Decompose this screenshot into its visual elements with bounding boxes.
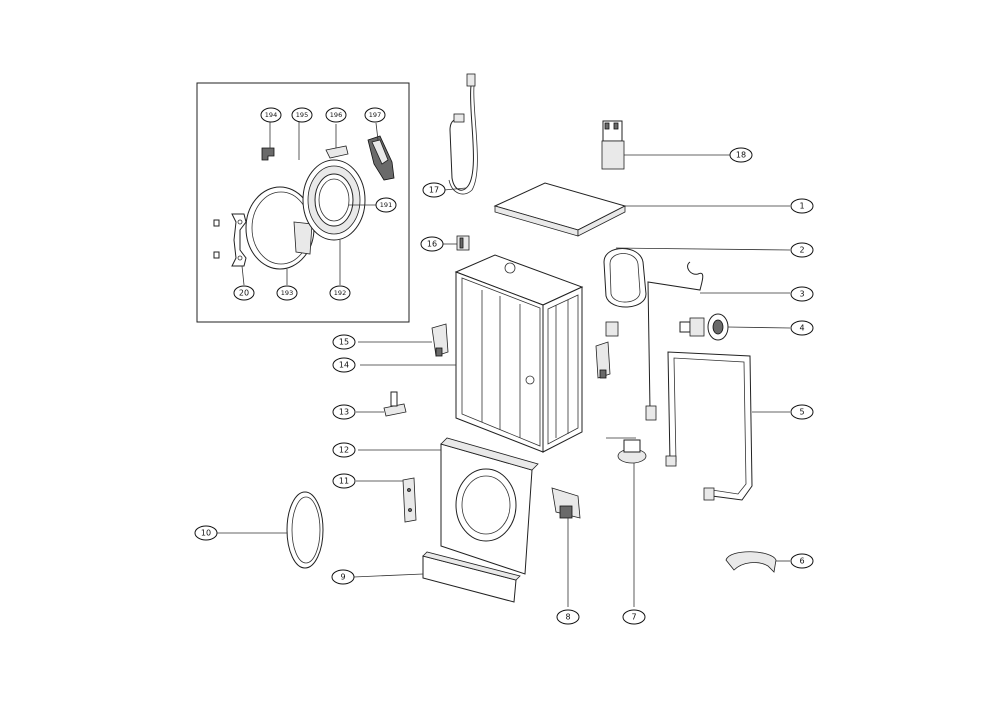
callout-20-label: 20 — [239, 289, 249, 298]
callout-15: 15 — [332, 334, 356, 350]
callout-17: 17 — [422, 182, 446, 198]
door-latch-small — [261, 122, 300, 161]
callout-4-label: 4 — [799, 324, 804, 333]
clip-16 — [442, 235, 470, 251]
callout-192: 192 — [329, 285, 351, 301]
callout-3-label: 3 — [799, 290, 804, 299]
right-bracket — [595, 321, 619, 379]
callout-191: 191 — [375, 197, 397, 213]
door-lock-bracket — [356, 477, 417, 523]
front-panel — [358, 437, 539, 575]
callout-5-label: 5 — [799, 408, 804, 417]
callout-7-label: 7 — [631, 613, 636, 622]
leveling-foot — [356, 391, 407, 417]
callout-196-label: 196 — [330, 111, 342, 119]
callout-17-label: 17 — [429, 186, 439, 195]
cabinet — [360, 254, 584, 453]
callout-13: 13 — [332, 404, 356, 420]
callout-7: 7 — [622, 609, 646, 625]
callout-12-label: 12 — [339, 446, 349, 455]
callout-14-label: 14 — [339, 361, 349, 370]
callout-197: 197 — [364, 107, 386, 123]
callout-6-label: 6 — [799, 557, 804, 566]
callout-191-label: 191 — [380, 201, 392, 209]
callout-195: 195 — [291, 107, 313, 123]
callout-8-label: 8 — [565, 613, 570, 622]
callout-194-label: 194 — [265, 111, 277, 119]
callout-194: 194 — [260, 107, 282, 123]
callout-195-label: 195 — [296, 111, 308, 119]
callout-1-label: 1 — [799, 202, 804, 211]
callout-20: 20 — [233, 285, 255, 301]
callout-197-label: 197 — [369, 111, 381, 119]
callout-10-label: 10 — [201, 529, 211, 538]
door-lock — [551, 487, 581, 607]
top-cover — [493, 182, 790, 237]
callout-192-label: 192 — [334, 289, 346, 297]
door-hinge — [213, 213, 247, 267]
callout-9-label: 9 — [340, 573, 345, 582]
drain-hose — [665, 351, 790, 501]
callout-3: 3 — [790, 286, 814, 302]
callout-15-label: 15 — [339, 338, 349, 347]
callout-10: 10 — [194, 525, 218, 541]
callout-14: 14 — [332, 357, 356, 373]
callout-16-label: 16 — [427, 240, 437, 249]
pressure-switch — [606, 437, 647, 607]
callout-2: 2 — [790, 242, 814, 258]
porthole-glass — [217, 491, 324, 569]
callout-18: 18 — [729, 147, 753, 163]
callout-4: 4 — [790, 320, 814, 336]
callout-18-label: 18 — [736, 151, 746, 160]
callout-9: 9 — [331, 569, 355, 585]
door-outer-frame — [245, 186, 315, 270]
callout-1: 1 — [790, 198, 814, 214]
callout-11: 11 — [332, 473, 356, 489]
side-bracket — [358, 323, 449, 357]
callout-196: 196 — [325, 107, 347, 123]
hose-clamp — [725, 551, 790, 573]
gasket-ring — [603, 247, 791, 308]
door-handle — [367, 135, 395, 181]
wire-harness — [645, 261, 790, 421]
door-inner-frame — [302, 159, 366, 241]
door-latch — [325, 145, 349, 159]
callout-8: 8 — [556, 609, 580, 625]
inlet-hose — [443, 73, 478, 195]
drain-pump — [679, 313, 791, 341]
noise-filter — [601, 120, 730, 170]
callout-13-label: 13 — [339, 408, 349, 417]
callout-193-label: 193 — [281, 289, 293, 297]
callout-16: 16 — [420, 236, 444, 252]
callout-2-label: 2 — [799, 246, 804, 255]
kick-plate — [353, 551, 521, 603]
callout-6: 6 — [790, 553, 814, 569]
callout-11-label: 11 — [339, 477, 349, 486]
callout-5: 5 — [790, 404, 814, 420]
callout-193: 193 — [276, 285, 298, 301]
door-assembly-inset — [196, 82, 410, 323]
callout-12: 12 — [332, 442, 356, 458]
